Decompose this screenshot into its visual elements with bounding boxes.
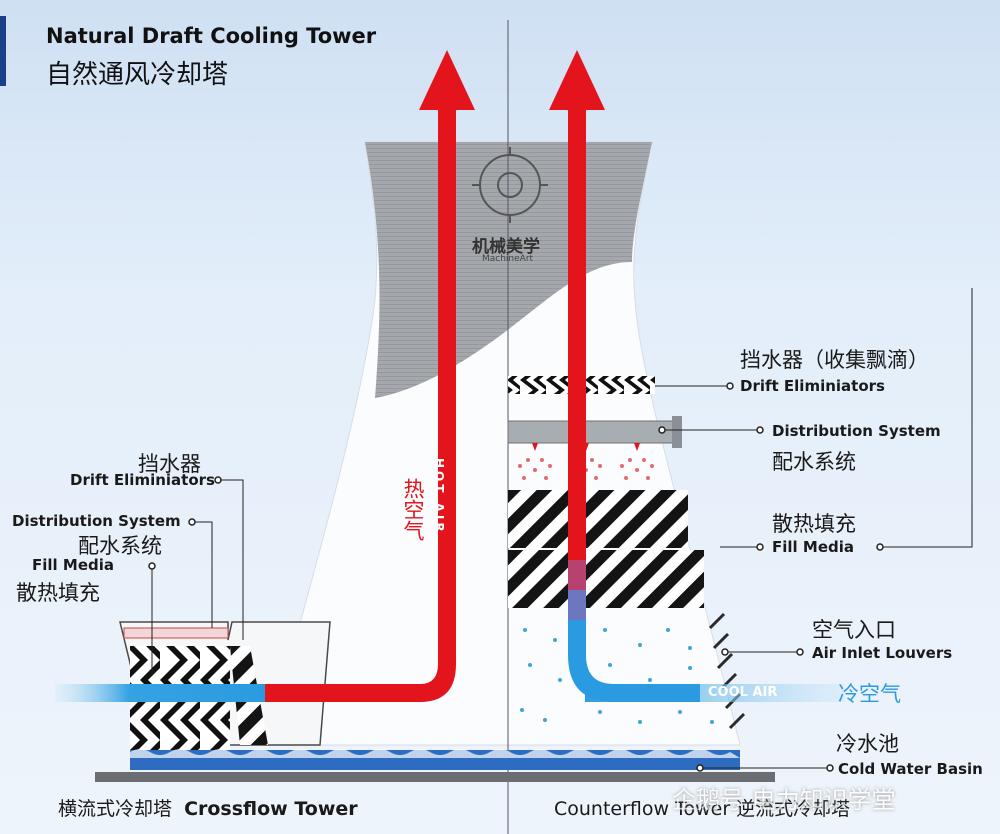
basin-label-en: Cold Water Basin — [838, 760, 983, 778]
air-inlet-label-en: Air Inlet Louvers — [812, 644, 953, 662]
basin-waves — [130, 749, 740, 758]
ground-slab — [95, 772, 775, 782]
watermark-logo-cn: 机械美学 — [472, 237, 540, 257]
cool-air-label-en: COOL AIR — [708, 685, 778, 700]
falling-water-drops — [520, 628, 714, 724]
counterflow-fill-label-en: Fill Media — [772, 538, 854, 556]
counterflow-air-transition — [568, 560, 586, 620]
leader-dots — [148, 382, 884, 772]
crossflow-caption-en: Crossflow Tower — [184, 798, 358, 820]
counterflow-fill-label-cn: 散热填充 — [772, 512, 856, 536]
watermark-logo-icon — [472, 147, 548, 223]
crossflow-fill-label-en: Fill Media — [32, 556, 114, 574]
footer-watermark: 企鹅号 电力知识学堂 — [672, 786, 896, 814]
crossflow-dist-label-cn: 配水系统 — [78, 534, 162, 558]
counterflow-drift-label-cn: 挡水器（收集飘滴） — [740, 348, 929, 372]
cool-air-label-cn: 冷空气 — [838, 682, 901, 706]
hot-air-label-cn: 热空气 — [401, 478, 425, 541]
counterflow-fill-upper — [508, 490, 688, 548]
title-chinese: 自然通风冷却塔 — [46, 60, 229, 90]
counterflow-dist-label-cn: 配水系统 — [772, 450, 856, 474]
counterflow-caption: Counterflow Tower 逆流式冷却塔 — [554, 798, 851, 820]
distribution-pipe — [507, 420, 681, 444]
hot-air-arrow-right — [549, 50, 605, 110]
hot-air-arrow-left — [419, 50, 475, 110]
counterflow-hot-air-column — [568, 110, 586, 590]
distribution-pipe-flange — [672, 416, 682, 448]
crossflow-distribution-basin — [123, 627, 229, 639]
title-english: Natural Draft Cooling Tower — [46, 24, 377, 48]
crossflow-drift-label-en: Drift Eliminiators — [70, 471, 215, 489]
hot-air-label-en: HOT AIR — [432, 458, 446, 535]
crossflow-fill-label-cn: 散热填充 — [16, 581, 100, 605]
leader-lines — [151, 288, 973, 769]
air-inlet-label-cn: 空气入口 — [812, 618, 896, 642]
counterflow-fill-lower — [508, 550, 704, 608]
counterflow-drift-label-en: Drift Eliminiators — [740, 377, 885, 395]
title-accent-bar — [0, 16, 6, 86]
crossflow-drift-label-cn: 挡水器 — [138, 452, 201, 476]
watermark-logo-en: MachineArt — [482, 254, 534, 264]
counterflow-dist-label-en: Distribution System — [772, 422, 941, 440]
crossflow-caption: 横流式冷却塔 Crossflow Tower — [58, 794, 358, 821]
cool-air-stream-left — [55, 684, 265, 702]
basin-label-cn: 冷水池 — [836, 732, 899, 756]
crossflow-caption-cn: 横流式冷却塔 — [58, 798, 173, 820]
crossflow-dist-label-en: Distribution System — [12, 512, 181, 530]
